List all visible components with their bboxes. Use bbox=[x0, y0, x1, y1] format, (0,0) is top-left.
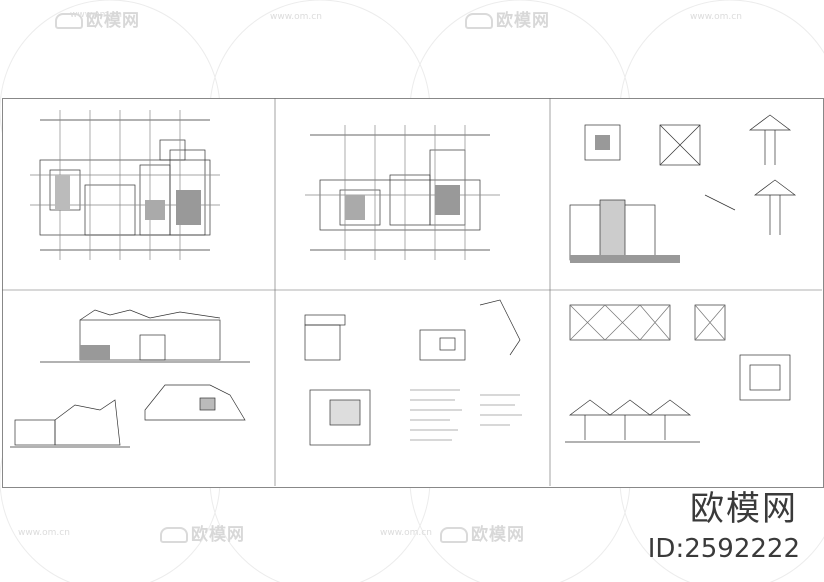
elevations bbox=[10, 309, 250, 448]
pavilion-details bbox=[569, 114, 797, 263]
watermark-brand: 欧模网 bbox=[55, 6, 140, 31]
watermark-brand: 欧模网 bbox=[440, 520, 525, 545]
watermark-site: www.om.cn bbox=[270, 12, 322, 22]
watermark-site: www.om.cn bbox=[18, 528, 70, 538]
watermark-site: www.om.cn bbox=[70, 10, 122, 20]
drawing-sheet bbox=[2, 98, 824, 488]
watermark-brand: 欧模网 bbox=[160, 520, 245, 545]
floor-plan-2 bbox=[305, 125, 500, 260]
pavilion-roof-plan bbox=[565, 304, 791, 443]
watermark-site: www.om.cn bbox=[690, 12, 742, 22]
brand-id: ID:2592222 bbox=[647, 534, 800, 564]
floor-plan-1 bbox=[30, 110, 220, 260]
watermark-site: www.om.cn bbox=[380, 528, 432, 538]
sections-and-notes bbox=[304, 299, 522, 446]
watermark-brand: 欧模网 bbox=[465, 6, 550, 31]
brand-name: 欧模网 bbox=[690, 489, 798, 529]
